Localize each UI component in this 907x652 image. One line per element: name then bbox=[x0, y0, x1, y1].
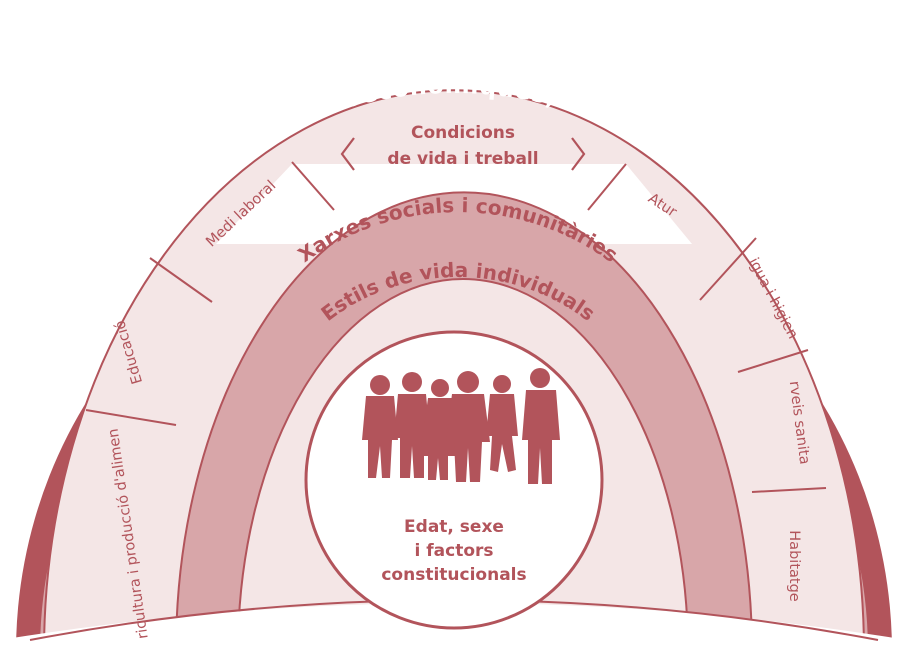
chevron-right-icon bbox=[571, 137, 586, 171]
living-conditions-label-line2: de vida i treball bbox=[387, 149, 538, 169]
center-label-line3: constitucionals bbox=[381, 565, 526, 585]
segment-housing: Habitatge bbox=[786, 530, 802, 602]
people-silhouette-icon bbox=[362, 368, 560, 484]
center-label-line2: i factors bbox=[415, 541, 494, 561]
chevron-left-icon bbox=[340, 137, 355, 171]
center-label-line1: Edat, sexe bbox=[404, 517, 504, 537]
living-conditions-label-line1: Condicions bbox=[411, 123, 515, 143]
segment-dividers bbox=[85, 161, 827, 493]
